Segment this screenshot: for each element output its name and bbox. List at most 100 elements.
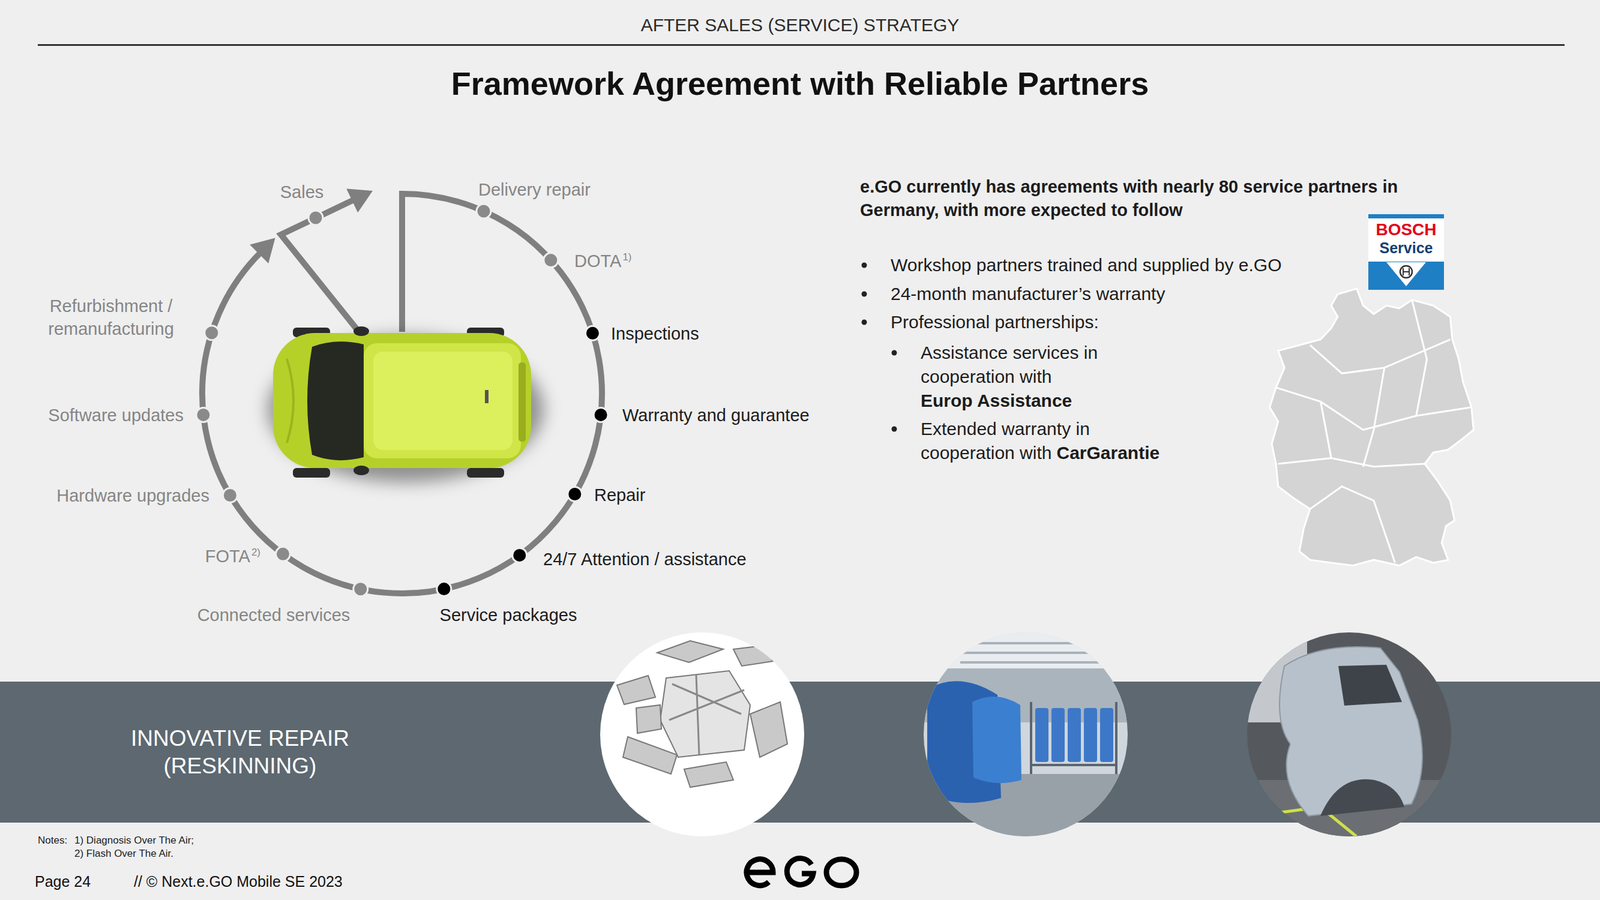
bullet-text: 24-month manufacturer’s warranty [890, 283, 1165, 304]
cycle-step: Hardware upgrades [56, 486, 210, 506]
bullet-text: Workshop partners trained and supplied b… [890, 255, 1282, 275]
ceiling-light [960, 661, 1105, 664]
car-part [616, 675, 656, 705]
logo-o [826, 859, 857, 886]
sub-bullet-text-group: Assistance services in cooperation withE… [920, 340, 1119, 413]
cycle-step-group: Inspections [610, 323, 700, 345]
state-border [1310, 339, 1451, 374]
bullet [861, 319, 868, 326]
arrowhead [346, 189, 373, 214]
state-border [1275, 387, 1472, 431]
page-number: Page 24 [34, 873, 91, 891]
cycle-step-group: Repair [594, 484, 646, 506]
active-step-dot [593, 407, 608, 422]
body-panel [1279, 646, 1423, 817]
state-border [1320, 401, 1332, 458]
ceiling-light [960, 651, 1105, 655]
mirror [353, 465, 370, 476]
cycle-step: Service packages [439, 605, 578, 625]
band-heading: INNOVATIVE REPAIR (RESKINNING) [114, 724, 367, 781]
sub-bullet-text: CarGarantie [1056, 441, 1160, 466]
cycle-step: 24/7 Attention / assistance [543, 549, 747, 569]
logo-g [786, 858, 814, 886]
lifecycle-arc [202, 193, 602, 594]
state-border [1310, 486, 1396, 563]
cycle-step-group: 24/7 Attention / assistance [543, 549, 747, 571]
car-illustration [267, 326, 544, 483]
bullet [861, 291, 868, 298]
logo-e [746, 859, 773, 886]
active-step-dot [512, 547, 527, 563]
header-rule [37, 44, 1565, 47]
sub-bullet-text: Europ Assistance [920, 388, 1119, 413]
sales-spoke [280, 199, 359, 332]
copyright-group: // © Next.e.GO Mobile SE 2023 [133, 872, 343, 891]
step-dot [308, 210, 323, 226]
step-dot [204, 325, 220, 341]
step-dot [196, 407, 211, 422]
bullet-text-group: 24-month manufacturer’s warranty [890, 283, 1165, 305]
logo-armature [1403, 268, 1410, 276]
cycle-step-group: Sales [280, 181, 325, 203]
car-part [660, 670, 751, 758]
note-group: Notes: [37, 834, 68, 847]
section-header-group: AFTER SALES (SERVICE) STRATEGY [640, 14, 960, 37]
bullet [891, 426, 898, 433]
photo-ground [600, 632, 805, 837]
blue-panel [972, 696, 1022, 784]
handle [484, 390, 489, 404]
car-part [733, 645, 773, 667]
active-step-dot [567, 487, 583, 502]
cycle-step: Delivery repair [478, 180, 591, 200]
cycle-step: Inspections [610, 324, 700, 344]
rack-panel [1035, 708, 1049, 763]
car-part [657, 640, 724, 663]
photo-ground [923, 632, 1128, 837]
frame-line [669, 675, 745, 755]
mirror [353, 326, 370, 337]
car-part [622, 736, 677, 775]
cycle-step: Repair [594, 485, 646, 505]
cycle-step: Sales [280, 182, 325, 202]
body-panel-photo [1247, 632, 1452, 837]
ceiling-light [960, 642, 1105, 645]
footnote-marker: 2) [251, 546, 261, 559]
sub-bullet-text: Assistance services in cooperation with [920, 342, 1098, 387]
car-part [636, 705, 662, 734]
rear-trim [518, 362, 526, 442]
logo-field [1368, 218, 1444, 262]
note-group: 1) Diagnosis Over The Air; [74, 834, 194, 847]
cycle-step: FOTA [205, 546, 251, 566]
state-border [1412, 300, 1428, 416]
note: 2) Flash Over The Air. [74, 848, 174, 860]
cycle-step: Warranty and guarantee [622, 405, 810, 425]
cycle-step-group: Warranty and guarantee [622, 405, 810, 427]
photo-ground [1247, 632, 1452, 837]
cycle-step-group: DOTA1) [574, 250, 632, 272]
bullet [861, 262, 868, 269]
cycle-step: Refurbishment / remanufacturing [48, 296, 175, 339]
step-dot [543, 253, 559, 268]
windshield [307, 341, 364, 461]
wheel-arch [1320, 779, 1405, 817]
bullet-text: Professional partnerships: [890, 312, 1099, 332]
step-dot [476, 204, 491, 219]
innovative-repair-band: INNOVATIVE REPAIR (RESKINNING) [0, 681, 595, 823]
cycle-step: DOTA [574, 251, 622, 271]
step-dot [275, 546, 290, 562]
logo-frame [1368, 214, 1444, 290]
hood-line [286, 358, 294, 443]
cycle-step: Connected services [197, 605, 351, 625]
sub-bullet-text-group: Extended warranty in cooperation withCar… [920, 417, 1173, 466]
rack-panel [1100, 708, 1114, 763]
bullet-text-group: Professional partnerships: [890, 311, 1099, 334]
factory-photo [923, 632, 1128, 837]
section-header: AFTER SALES (SERVICE) STRATEGY [640, 15, 960, 35]
step-dot [353, 582, 368, 597]
roof [363, 343, 521, 459]
cycle-step-group: Hardware upgrades [56, 485, 210, 507]
brand-subtitle: Service [1379, 238, 1434, 257]
note-group: 2) Flash Over The Air. [74, 848, 174, 861]
page-number-group: Page 24 [34, 872, 91, 891]
